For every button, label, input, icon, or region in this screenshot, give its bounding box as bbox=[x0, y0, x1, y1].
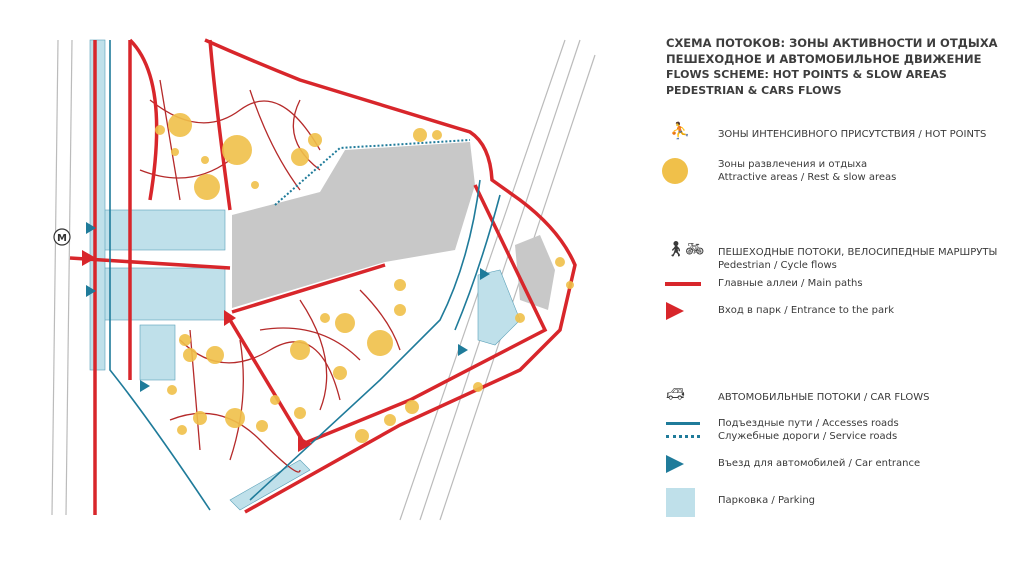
attractive-area-circle bbox=[225, 408, 245, 428]
attractive-area-circle bbox=[256, 420, 268, 432]
attractive-area-circle bbox=[294, 407, 306, 419]
blue-dotted-line-icon bbox=[666, 435, 700, 438]
title-line: СХЕМА ПОТОКОВ: ЗОНЫ АКТИВНОСТИ И ОТДЫХА bbox=[666, 36, 998, 50]
legend-label: Главные аллеи / Main paths bbox=[718, 278, 863, 289]
legend-label: АВТОМОБИЛЬНЫЕ ПОТОКИ / CAR FLOWS bbox=[718, 392, 930, 403]
attractive-area-circle bbox=[566, 281, 574, 289]
red-line-icon bbox=[665, 282, 701, 286]
attractive-area-circle bbox=[384, 414, 396, 426]
blue-line-icon bbox=[666, 422, 700, 425]
blue-triangle-icon bbox=[666, 455, 684, 473]
legend-title: СХЕМА ПОТОКОВ: ЗОНЫ АКТИВНОСТИ И ОТДЫХА … bbox=[666, 36, 998, 98]
attractive-area-circle bbox=[367, 330, 393, 356]
attractive-area-circle bbox=[270, 395, 280, 405]
attractive-area-circle bbox=[333, 366, 347, 380]
attractive-area-circle bbox=[308, 133, 322, 147]
attractive-area-circle bbox=[394, 304, 406, 316]
attractive-area-circle bbox=[355, 429, 369, 443]
attractive-area-circle bbox=[206, 346, 224, 364]
red-triangle-icon bbox=[666, 302, 684, 320]
attractive-area-circle bbox=[167, 385, 177, 395]
title-line: FLOWS SCHEME: HOT POINTS & SLOW AREAS bbox=[666, 68, 947, 81]
attractive-area-circle bbox=[335, 313, 355, 333]
legend-label: Вход в парк / Entrance to the park bbox=[718, 305, 895, 316]
metro-marker: M bbox=[53, 228, 71, 246]
title-line: PEDESTRIAN & CARS FLOWS bbox=[666, 83, 842, 97]
people-icon: ⛹ bbox=[670, 121, 690, 140]
attractive-area-circle bbox=[432, 130, 442, 140]
car-entrances bbox=[86, 222, 490, 392]
attractive-area-circle bbox=[394, 279, 406, 291]
access-roads bbox=[109, 40, 501, 511]
attractive-area-circle bbox=[171, 148, 179, 156]
attractive-area-circle bbox=[179, 334, 191, 346]
attractive-area-circle bbox=[405, 400, 419, 414]
attractive-area-circle bbox=[222, 135, 252, 165]
side-building bbox=[515, 235, 555, 310]
legend-label: ЗОНЫ ИНТЕНСИВНОГО ПРИСУТСТВИЯ / HOT POIN… bbox=[718, 129, 987, 140]
parking-swatch-icon bbox=[666, 488, 695, 517]
park-entrances bbox=[82, 250, 312, 452]
attractive-area-circle bbox=[251, 181, 259, 189]
attractive-area-circle bbox=[155, 125, 165, 135]
attractive-area-circle bbox=[515, 313, 525, 323]
pedestrian-bicycle-icon: 🚶︎🚲︎ bbox=[666, 240, 705, 258]
attractive-area-circle bbox=[555, 257, 565, 267]
attractive-area-circle bbox=[201, 156, 209, 164]
attractive-area-circle bbox=[194, 174, 220, 200]
attractive-area-circle bbox=[290, 340, 310, 360]
legend-label: ПЕШЕХОДНЫЕ ПОТОКИ, ВЕЛОСИПЕДНЫЕ МАРШРУТЫ… bbox=[718, 247, 998, 271]
main-paths bbox=[69, 38, 577, 515]
svg-text:M: M bbox=[57, 233, 67, 244]
attractive-areas bbox=[155, 113, 574, 443]
attractive-area-circle bbox=[183, 348, 197, 362]
attractive-area-circle bbox=[193, 411, 207, 425]
parking-areas bbox=[89, 39, 521, 511]
title-line: ПЕШЕХОДНОЕ И АВТОМОБИЛЬНОЕ ДВИЖЕНИЕ bbox=[666, 51, 982, 66]
main-building bbox=[232, 142, 475, 308]
attractive-area-circle bbox=[177, 425, 187, 435]
attractive-area-circle bbox=[320, 313, 330, 323]
legend-label: Парковка / Parking bbox=[718, 495, 816, 506]
yellow-circle-icon bbox=[662, 158, 688, 184]
attractive-area-circle bbox=[413, 128, 427, 142]
legend-label: Въезд для автомобилей / Car entrance bbox=[718, 458, 921, 469]
attractive-area-circle bbox=[473, 382, 483, 392]
car-icon: 🚙︎ bbox=[666, 385, 686, 403]
attractive-area-circle bbox=[168, 113, 192, 137]
attractive-area-circle bbox=[291, 148, 309, 166]
site-map: M bbox=[51, 38, 596, 521]
service-road bbox=[274, 139, 471, 206]
